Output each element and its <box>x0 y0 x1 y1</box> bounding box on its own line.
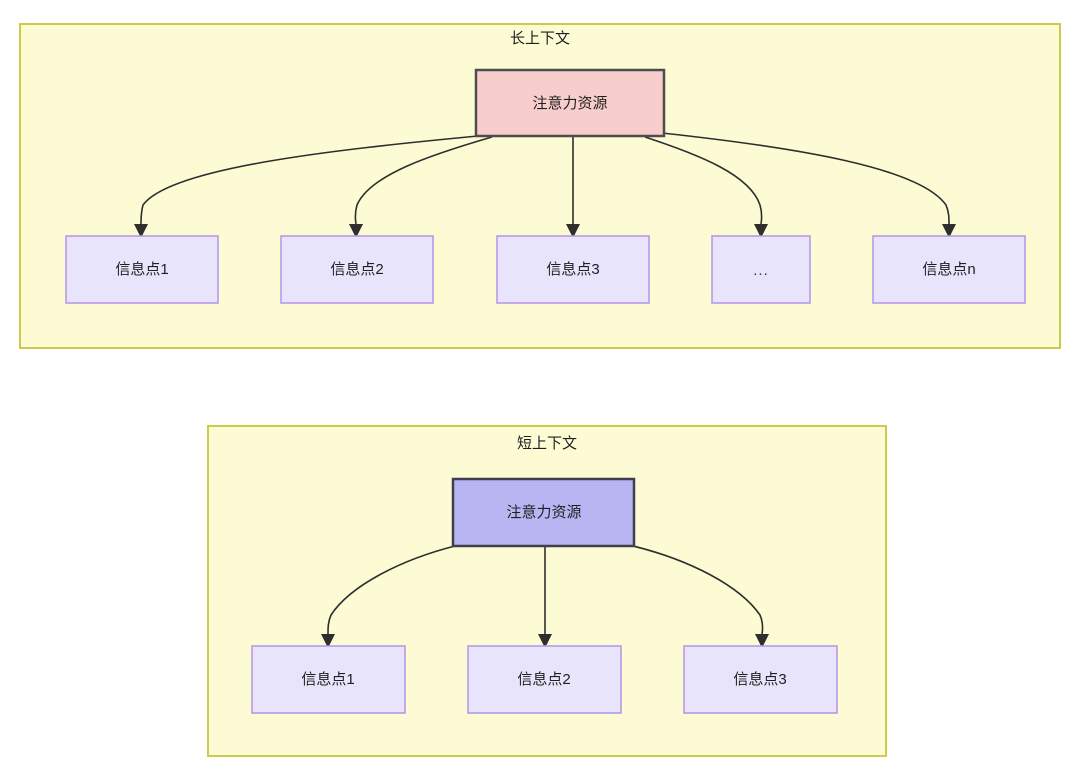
node-rect-info-3-short[interactable] <box>683 645 838 714</box>
node-info-point-2-long[interactable]: 信息点2 <box>280 235 434 304</box>
node-label-info-2-short: 信息点2 <box>517 671 570 688</box>
section-title-long-context: 长上下文 <box>510 30 570 47</box>
node-info-point-n-long[interactable]: 信息点n <box>872 235 1026 304</box>
edge-attention-to-info2 <box>354 136 493 225</box>
node-label-info-n-long: 信息点n <box>922 261 975 278</box>
edge-attention-to-info1 <box>140 135 479 225</box>
arrow-head-info2-short <box>538 634 552 648</box>
section-short-context: 短上下文 注意力资源 信息点1 信息点 <box>207 425 887 757</box>
node-info-point-ellipsis-long[interactable]: ... <box>711 235 811 304</box>
node-rect-attention-short[interactable] <box>451 477 636 548</box>
node-label-ellipsis-long: ... <box>753 262 769 279</box>
node-label-info-3-short: 信息点3 <box>733 671 786 688</box>
node-rect-attention-long[interactable] <box>474 68 666 138</box>
node-label-info-1-long: 信息点1 <box>115 261 168 278</box>
arrow-head-info1 <box>134 224 148 238</box>
arrow-head-info3 <box>566 224 580 238</box>
node-info-point-1-short[interactable]: 信息点1 <box>251 645 406 714</box>
node-rect-info-1-short[interactable] <box>251 645 406 714</box>
arrow-head-infon <box>942 224 956 238</box>
arrow-head-info3-short <box>755 634 769 648</box>
arrow-head-info1-short <box>321 634 335 648</box>
node-label-info-1-short: 信息点1 <box>301 671 354 688</box>
node-attention-resource-short[interactable]: 注意力资源 <box>451 477 636 548</box>
arrow-head-info2 <box>349 224 363 238</box>
node-label-info-2-long: 信息点2 <box>330 261 383 278</box>
node-info-point-2-short[interactable]: 信息点2 <box>467 645 622 714</box>
node-rect-info-2-short[interactable] <box>467 645 622 714</box>
edge-attention-to-ellipsis <box>644 136 763 225</box>
edge-attention-to-infon <box>661 132 950 225</box>
edge-attention-to-info1-short <box>327 545 456 635</box>
node-label-attention-short: 注意力资源 <box>506 503 581 521</box>
section-title-short-context: 短上下文 <box>517 435 577 452</box>
node-rect-info-ellipsis-long[interactable] <box>711 235 811 304</box>
section-long-context: 长上下文 注意力资源 信息 <box>19 23 1061 349</box>
node-rect-info-3-long[interactable] <box>496 235 650 304</box>
edge-attention-to-info3-short <box>632 545 764 635</box>
node-label-info-3-long: 信息点3 <box>546 261 599 278</box>
node-attention-resource-long[interactable]: 注意力资源 <box>474 68 666 138</box>
node-info-point-3-short[interactable]: 信息点3 <box>683 645 838 714</box>
edge-group-short-context <box>321 545 769 648</box>
node-rect-info-1-long[interactable] <box>65 235 219 304</box>
arrow-head-ellipsis <box>754 224 768 238</box>
node-info-point-1-long[interactable]: 信息点1 <box>65 235 219 304</box>
node-rect-info-n-long[interactable] <box>872 235 1026 304</box>
node-info-point-3-long[interactable]: 信息点3 <box>496 235 650 304</box>
edge-group-long-context <box>134 132 956 238</box>
node-rect-info-2-long[interactable] <box>280 235 434 304</box>
node-label-attention-long: 注意力资源 <box>532 94 607 112</box>
